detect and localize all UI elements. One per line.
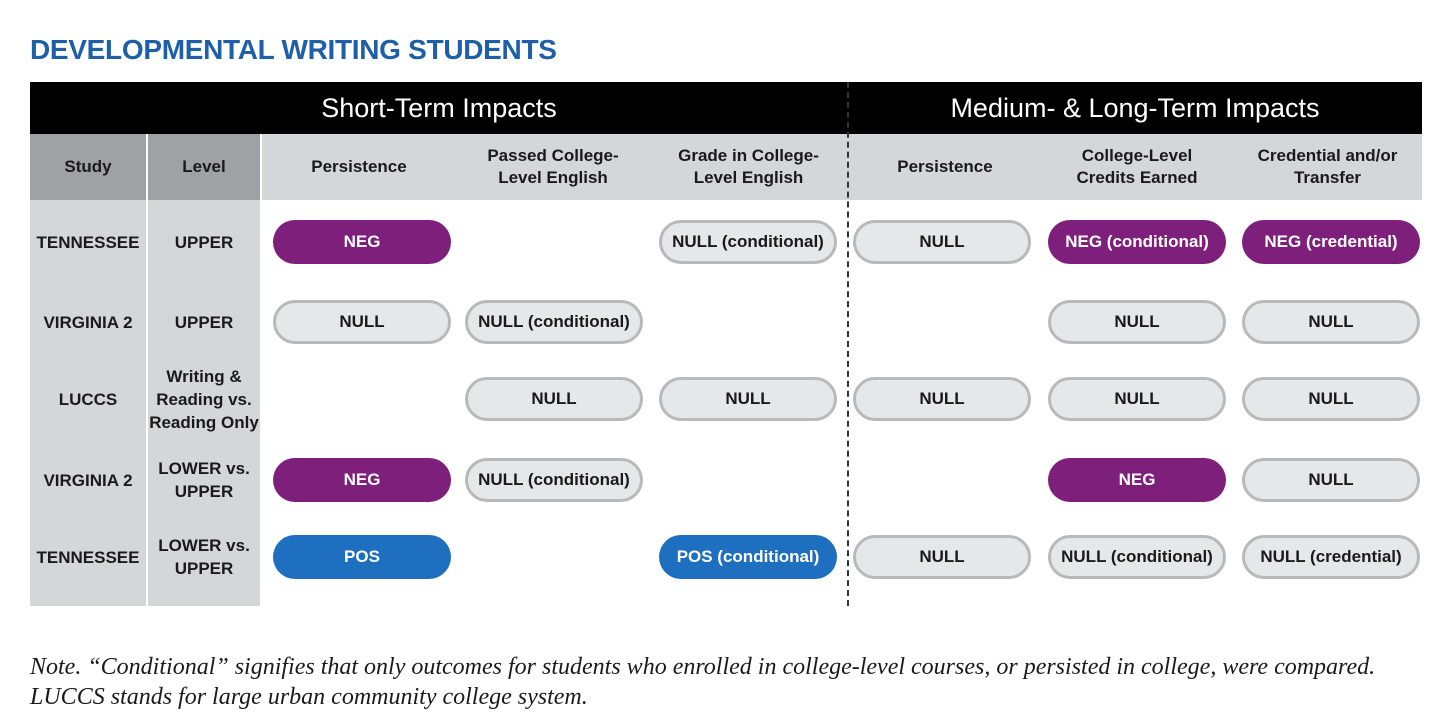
row-study-label: LUCCS: [58, 389, 118, 409]
row-study-label: VIRGINIA 2: [43, 312, 133, 332]
header-line: College-Level: [1081, 146, 1193, 165]
row-level-label: Writing & Reading vs. Reading Only: [148, 359, 260, 439]
band-short-term: Short-Term Impacts: [30, 82, 848, 134]
column-header-short-persistence: Persistence: [262, 134, 456, 200]
result-pill-medium-persistence: NULL: [853, 535, 1031, 579]
result-pill-short-persistence: POS: [273, 535, 451, 579]
result-pill-passed-english: NULL (conditional): [465, 300, 643, 344]
row-level-label: UPPER: [148, 202, 260, 282]
row-study-label: TENNESSEE: [36, 547, 140, 567]
result-pill-credential-transfer: NEG (credential): [1242, 220, 1420, 264]
column-header-grade-english: Grade in College- Level English: [650, 134, 847, 200]
header-line: Credential and/or: [1257, 146, 1398, 165]
result-pill-credits-earned: NEG (conditional): [1048, 220, 1226, 264]
table-note: Note. “Conditional” signifies that only …: [30, 654, 1376, 710]
row-level-label: LOWER vs. UPPER: [148, 517, 260, 597]
result-pill-credits-earned: NEG: [1048, 458, 1226, 502]
row-level-line: LOWER vs.: [158, 459, 250, 478]
header-line: Transfer: [1293, 168, 1362, 187]
column-header-study: Study: [30, 134, 146, 200]
header-line: Persistence: [311, 157, 407, 176]
result-pill-credits-earned: NULL: [1048, 377, 1226, 421]
header-line: Persistence: [897, 157, 993, 176]
row-level-line: UPPER: [174, 559, 234, 578]
result-pill-credential-transfer: NULL: [1242, 458, 1420, 502]
result-pill-short-persistence: NEG: [273, 458, 451, 502]
column-header-medium-persistence: Persistence: [849, 134, 1041, 200]
column-divider: [146, 134, 148, 606]
header-line: Level English: [498, 168, 608, 187]
column-header-row: [30, 134, 1422, 200]
short-medium-divider: [847, 82, 849, 606]
column-header-credits-earned: College-Level Credits Earned: [1041, 134, 1233, 200]
row-level-line: LOWER vs.: [158, 536, 250, 555]
column-header-passed-english: Passed College- Level English: [456, 134, 650, 200]
row-label-column: [30, 200, 260, 606]
result-pill-passed-english: NULL: [465, 377, 643, 421]
band-medium-long-term-label: Medium- & Long-Term Impacts: [950, 92, 1320, 123]
result-pill-medium-persistence: NULL: [853, 220, 1031, 264]
result-pill-credits-earned: NULL: [1048, 300, 1226, 344]
header-line: Level English: [693, 168, 804, 187]
band-medium-long-term: Medium- & Long-Term Impacts: [848, 82, 1422, 134]
band-short-term-label: Short-Term Impacts: [321, 92, 557, 123]
column-header-study-label: Study: [64, 157, 112, 176]
header-line: Grade in College-: [678, 146, 819, 165]
result-pill-short-persistence: NEG: [273, 220, 451, 264]
column-header-credential-transfer: Credential and/or Transfer: [1233, 134, 1422, 200]
result-pill-credits-earned: NULL (conditional): [1048, 535, 1226, 579]
result-pill-grade-english: NULL (conditional): [659, 220, 837, 264]
result-pill-grade-english: NULL: [659, 377, 837, 421]
row-study-label: VIRGINIA 2: [43, 470, 133, 490]
row-study-label: TENNESSEE: [36, 232, 140, 252]
page-title: DEVELOPMENTAL WRITING STUDENTS: [30, 34, 557, 65]
row-level-line: UPPER: [174, 482, 234, 501]
row-level-line: Writing &: [166, 366, 242, 386]
header-line: Credits Earned: [1076, 168, 1198, 187]
result-pill-credential-transfer: NULL: [1242, 300, 1420, 344]
row-level-label: LOWER vs. UPPER: [148, 440, 260, 520]
header-line: Passed College-: [487, 146, 619, 165]
row-level-label: UPPER: [148, 282, 260, 362]
column-divider: [260, 134, 262, 200]
result-pill-grade-english: POS (conditional): [659, 535, 837, 579]
row-level-line: UPPER: [174, 232, 234, 252]
column-header-level: Level: [148, 134, 260, 200]
column-header-level-label: Level: [182, 157, 226, 176]
result-pill-passed-english: NULL (conditional): [465, 458, 643, 502]
result-pill-short-persistence: NULL: [273, 300, 451, 344]
row-level-line: Reading vs.: [156, 389, 252, 409]
result-pill-credential-transfer: NULL: [1242, 377, 1420, 421]
result-pill-medium-persistence: NULL: [853, 377, 1031, 421]
row-level-line: UPPER: [174, 312, 234, 332]
row-level-line: Reading Only: [149, 412, 259, 432]
result-pill-credential-transfer: NULL (credential): [1242, 535, 1420, 579]
